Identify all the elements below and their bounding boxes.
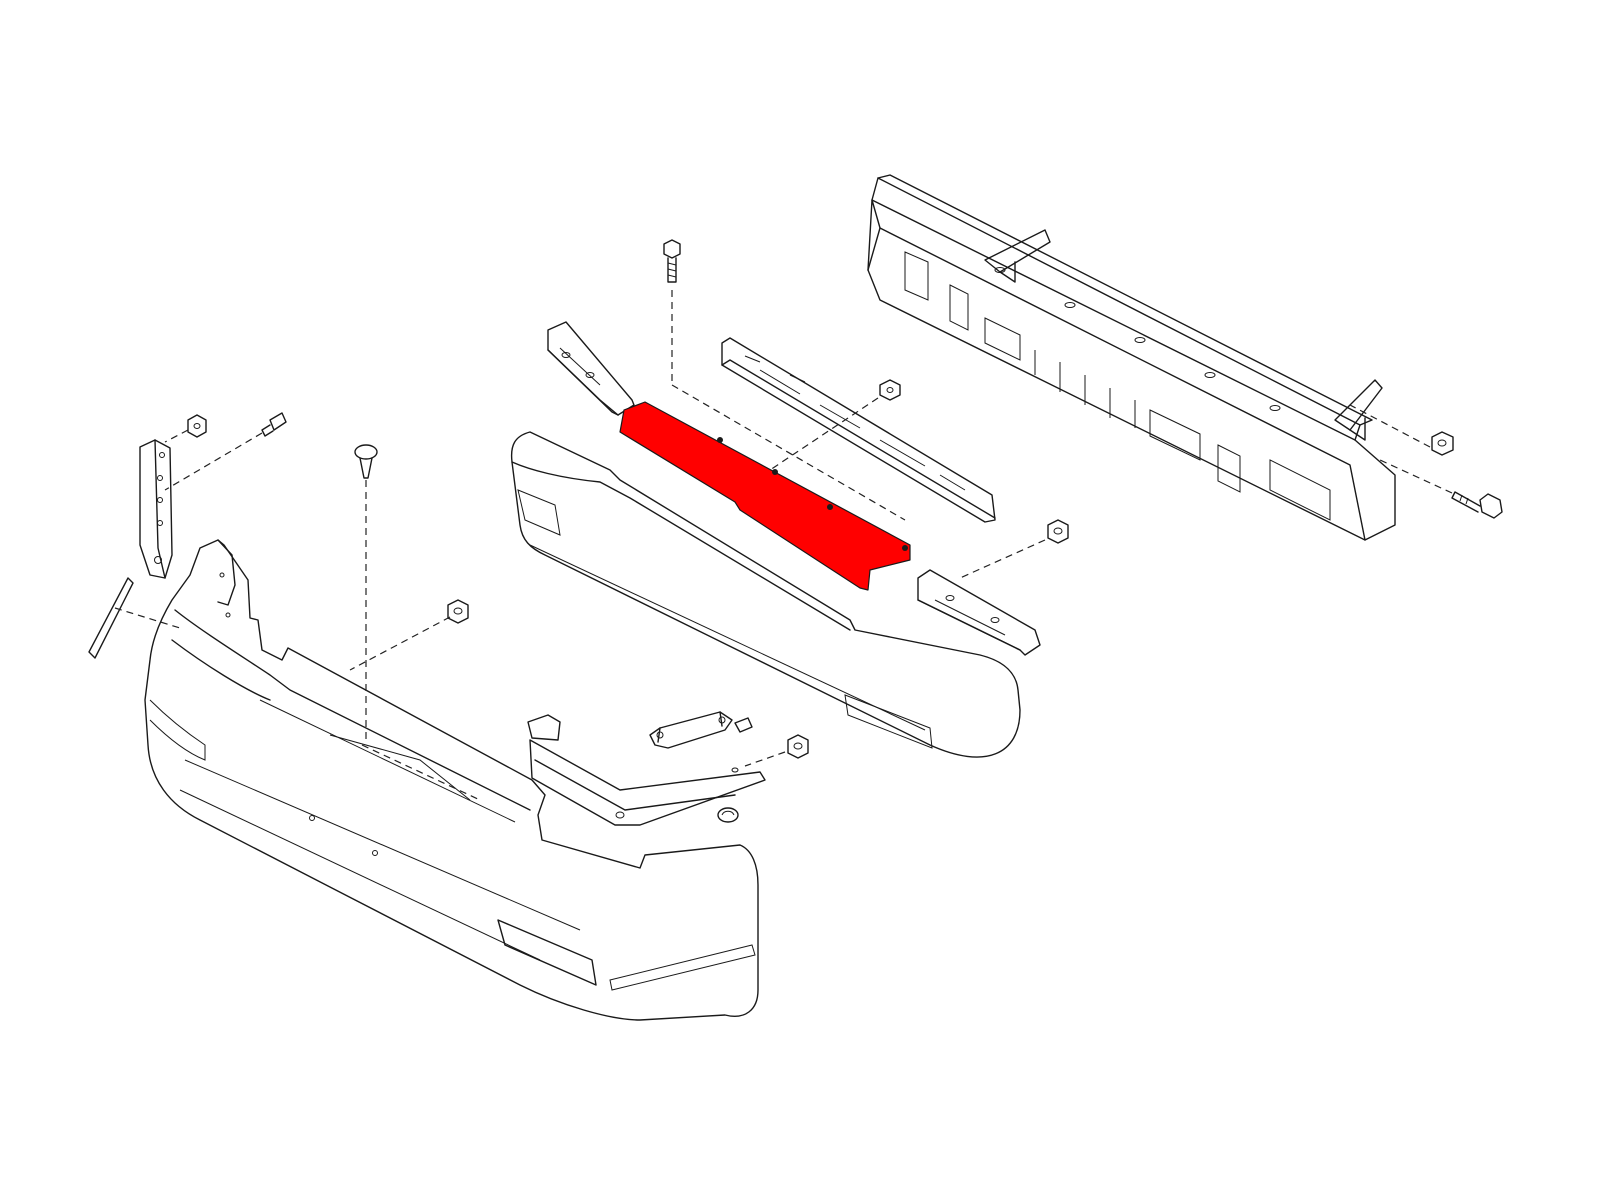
grille-molding-strip[interactable] (88, 577, 134, 659)
bolt[interactable] (1451, 491, 1503, 519)
nut[interactable] (447, 599, 469, 624)
clip[interactable] (354, 444, 378, 479)
nut[interactable] (1431, 431, 1454, 456)
clip[interactable] (261, 412, 287, 437)
bumper-reinforcement-highlighted[interactable] (619, 401, 911, 591)
nut[interactable] (879, 379, 901, 401)
assembly-leader-lines (114, 290, 1453, 801)
clip[interactable] (717, 807, 739, 823)
bolt[interactable] (663, 239, 681, 283)
bumper-stay-bracket[interactable] (649, 711, 733, 749)
bumper-absorber[interactable] (510, 431, 1021, 758)
retainer-upper[interactable] (721, 337, 996, 523)
nut[interactable] (187, 414, 207, 438)
clip[interactable] (734, 717, 753, 733)
side-bracket-left[interactable] (547, 321, 635, 416)
bumper-cover-front[interactable] (144, 539, 766, 1021)
nut[interactable] (787, 734, 809, 759)
side-bracket-right[interactable] (917, 569, 1041, 656)
nut[interactable] (1047, 519, 1069, 544)
bumper-armature[interactable] (867, 174, 1396, 541)
mounting-bracket-left[interactable] (139, 439, 173, 579)
